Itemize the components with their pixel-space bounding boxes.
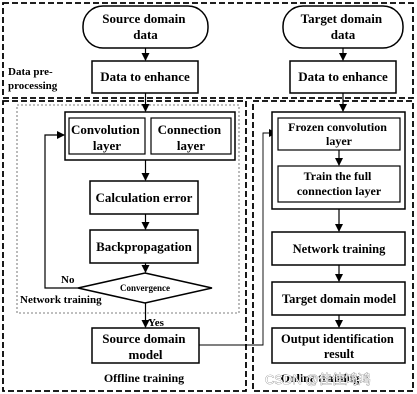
data-to-enhance-right-label: Data to enhance	[298, 69, 388, 84]
output-identification-result-line2: result	[324, 347, 355, 361]
convolution-layer-line2: layer	[93, 138, 121, 153]
network-training-box-label: Network training	[293, 242, 386, 256]
offline-training-region	[2, 100, 247, 392]
online-training-label: Online training	[280, 371, 359, 385]
source-domain-model-box	[91, 327, 200, 364]
output-identification-result-box	[271, 327, 406, 364]
yes-label: Yes	[148, 317, 165, 329]
connection-layer-box	[150, 117, 232, 155]
convergence-label: Convergence	[120, 283, 170, 293]
svg-text:Output identification resu: Output identification result	[281, 332, 397, 361]
convolution-layer-line1: Convolution	[71, 122, 140, 137]
watermark: CSDN @佳佳鸿鸿	[265, 372, 371, 387]
convolution-layer-box	[68, 117, 146, 155]
output-identification-result-line1: Output identification	[281, 332, 394, 346]
train-full-connection-layer-box	[277, 165, 401, 203]
svg-text:Connection layer: Connection layer	[158, 122, 225, 153]
no-loop-arrow	[44, 131, 78, 289]
frozen-convolution-layer-line2: layer	[326, 134, 353, 148]
svg-text:Frozen convolution layer: Frozen convolution layer	[288, 120, 390, 148]
svg-text:Data pre- processing: Data pre- processing	[8, 66, 58, 92]
target-domain-model-label: Target domain model	[282, 292, 397, 306]
target-domain-model-box	[271, 281, 406, 316]
network-training-region	[16, 104, 240, 314]
model-transfer-arrow	[199, 129, 277, 346]
svg-text:Train the full connection: Train the full connection layer	[297, 169, 382, 198]
train-full-connection-layer-line1: Train the full	[304, 169, 372, 183]
svg-text:Convolution layer: Convolution layer	[71, 122, 143, 153]
data-to-enhance-right-box	[289, 60, 397, 94]
backpropagation-label: Backpropagation	[96, 239, 193, 254]
target-domain-data-line1: Target domain	[301, 11, 383, 26]
source-domain-model-line1: Source domain	[102, 331, 186, 346]
train-full-connection-layer-line2: connection layer	[297, 184, 382, 198]
source-domain-data-line2: data	[133, 27, 158, 42]
svg-text:Target domain data: Target domain data	[301, 11, 386, 42]
calculation-error-box	[89, 180, 199, 215]
frozen-convolution-layer-box	[277, 117, 401, 151]
network-training-region-label: Network training	[20, 294, 102, 306]
backpropagation-box	[89, 229, 199, 264]
svg-text:Source domain model: Source domain model	[102, 331, 188, 362]
frozen-convolution-layer-line1: Frozen convolution	[288, 120, 387, 134]
offline-training-label: Offline training	[104, 371, 184, 385]
data-preprocessing-label-line2: processing	[8, 80, 58, 92]
no-label: No	[61, 274, 75, 286]
source-domain-data-line1: Source domain	[102, 11, 186, 26]
calculation-error-label: Calculation error	[96, 190, 193, 205]
target-domain-data-line2: data	[331, 27, 356, 42]
data-preprocessing-label-line1: Data pre-	[8, 66, 53, 78]
svg-text:Source domain data: Source domain data	[102, 11, 188, 42]
source-domain-model-line2: model	[129, 347, 163, 362]
connection-layer-line2: layer	[177, 138, 205, 153]
connection-layer-line1: Connection	[158, 122, 222, 137]
data-to-enhance-left-label: Data to enhance	[100, 69, 190, 84]
